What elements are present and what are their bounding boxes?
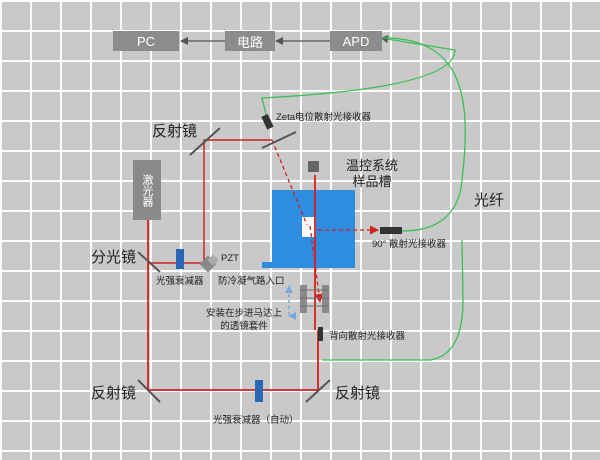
label-reflector-bottom-left: 反射镜 <box>91 385 137 402</box>
receiver-90-bar <box>380 227 402 234</box>
label-back-receiver: 背向散射光接收器 <box>329 331 406 342</box>
mirror-bottom-left <box>137 379 161 403</box>
pzt-element <box>199 254 219 273</box>
splitter-mirror <box>137 251 161 273</box>
label-pzt: PZT <box>221 253 239 264</box>
stepper-lens-kit <box>300 285 329 313</box>
label-temp-control: 温控系统 样品槽 <box>342 159 402 188</box>
laser-beam-split <box>148 139 272 264</box>
label-scatter-90: 90° 散射光接收器 <box>372 239 447 250</box>
zeta-receiver-bar <box>261 113 274 130</box>
label-attenuator-auto: 光强衰减器（自动） <box>213 415 299 426</box>
label-reflector-top: 反射镜 <box>152 123 198 140</box>
fiber-main <box>380 37 466 232</box>
mirror-zeta <box>261 131 297 149</box>
label-attenuator: 光强衰减器 <box>156 276 204 287</box>
circuit-box: 电路 <box>225 31 275 51</box>
scatter-to-zeta <box>271 139 308 226</box>
pc-box: PC <box>113 31 179 51</box>
label-reflector-bottom-right: 反射镜 <box>335 385 381 402</box>
label-lens-kit: 安装在步进马达上 的透镜套件 <box>202 309 286 331</box>
fiber-back <box>322 239 464 361</box>
label-zeta-receiver: Zeta电位散射光接收器 <box>276 112 372 123</box>
sample-cell-inlet <box>262 262 278 268</box>
sample-cuvette <box>302 217 316 237</box>
back-receiver-bar <box>318 327 323 341</box>
mirror-top <box>189 127 221 156</box>
label-temp-control-line1: 温控系统 <box>345 158 398 173</box>
laser-beam-main <box>147 220 319 391</box>
attenuator-auto-bar <box>255 380 263 402</box>
label-splitter: 分光镜 <box>91 249 137 266</box>
label-fiber: 光纤 <box>474 192 505 209</box>
laser-box: 激光器 <box>133 160 161 220</box>
attenuator-bar <box>176 249 184 269</box>
motion-arrow-head-top <box>285 285 293 293</box>
temp-sensor <box>308 161 319 172</box>
scatter-back <box>309 225 324 303</box>
fiber-zeta <box>261 35 456 123</box>
mirror-bottom-right <box>305 379 331 403</box>
label-lens-kit-line1: 安装在步进马达上 <box>205 308 282 319</box>
apd-box: APD <box>330 31 382 51</box>
label-temp-control-line2: 样品槽 <box>352 174 392 189</box>
label-lens-kit-line2: 的透镜套件 <box>220 320 268 332</box>
label-anti-condensation: 防冷凝气路入口 <box>218 276 285 287</box>
